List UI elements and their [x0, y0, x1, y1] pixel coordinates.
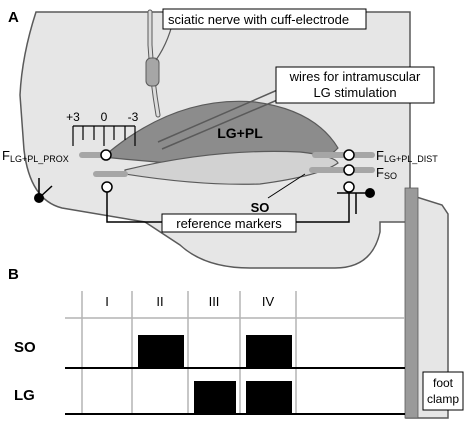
stimulation-wire-1 — [157, 87, 283, 143]
phase-label: III — [209, 294, 220, 309]
activation-block-lg-iv — [246, 381, 292, 414]
activation-block-so-ii — [138, 335, 184, 368]
nerve-label: sciatic nerve with cuff-electrode — [168, 12, 349, 27]
ref-marker-right — [343, 181, 355, 193]
force-dist-label: FLG+PL_DIST — [376, 148, 438, 164]
force-prox-label: FLG+PL_PROX — [2, 148, 69, 164]
ankle-joint-marker — [337, 188, 375, 214]
scale-label-plus3: +3 — [66, 110, 80, 124]
reference-label: reference markers — [176, 216, 282, 231]
stimulation-wire-2 — [161, 97, 283, 150]
prox-force-marker — [100, 149, 112, 161]
activation-blocks — [138, 335, 292, 414]
foot-clamp-bar — [404, 187, 419, 419]
phase-label: I — [105, 294, 109, 309]
foot-clamp-label-box — [422, 371, 464, 411]
ref-marker-left — [101, 181, 113, 193]
dist-lgpl-force-marker — [343, 149, 355, 161]
so-force-marker — [343, 164, 355, 176]
row-label-so: SO — [14, 339, 36, 356]
so-label: SO — [251, 200, 270, 215]
phase-label: IV — [262, 294, 275, 309]
foot-clamp-label-line1: foot — [433, 376, 454, 390]
wires-label-line2: LG stimulation — [313, 85, 396, 100]
phase-label: II — [156, 294, 163, 309]
so-pointer — [267, 173, 306, 199]
wires-label-line1: wires for intramuscular — [289, 69, 421, 84]
scale-label-zero: 0 — [101, 110, 108, 124]
nerve-label-box — [162, 8, 367, 30]
panel-a-letter: A — [8, 9, 19, 26]
cuff-electrode — [145, 57, 160, 87]
panel-b-letter: B — [8, 266, 19, 283]
foot-clamp-label-line2: clamp — [427, 392, 459, 406]
row-labels: SO LG — [14, 339, 36, 404]
reference-label-box — [161, 213, 297, 233]
row-label-lg: LG — [14, 387, 35, 404]
wires-label-box — [275, 66, 435, 104]
lgpl-label: LG+PL — [217, 125, 263, 141]
so-muscle — [124, 150, 339, 185]
activation-block-so-iv — [246, 335, 292, 368]
force-so-label: FSO — [376, 165, 397, 181]
position-scale — [72, 125, 136, 146]
activation-block-lg-iii — [194, 381, 236, 414]
knee-joint-marker — [34, 178, 53, 203]
scale-label-minus3: -3 — [128, 110, 139, 124]
